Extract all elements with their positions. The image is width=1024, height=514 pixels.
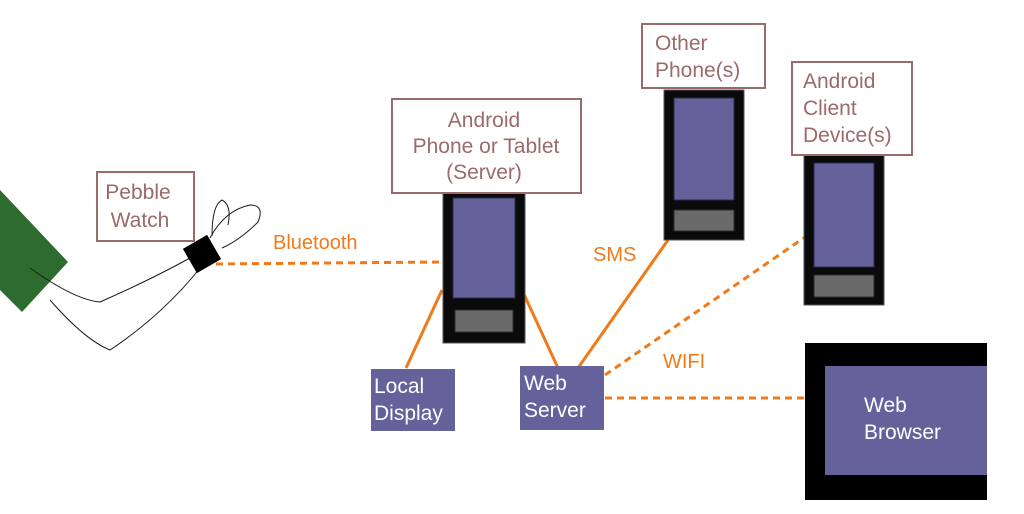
other-phones-line2: Phone(s)	[655, 59, 740, 82]
pebble-watch-line1: Pebble	[105, 181, 170, 204]
client-device	[803, 154, 885, 306]
hand-outline	[209, 204, 261, 249]
web-server-box: Web Server	[520, 366, 604, 430]
finger-outline	[211, 199, 230, 237]
web-browser-line2: Browser	[864, 421, 941, 444]
client-devices-line2: Client	[803, 97, 857, 120]
local-display-box: Local Display	[371, 369, 455, 431]
server-label-line3: (Server)	[446, 161, 522, 184]
web-server-line2: Server	[524, 399, 586, 422]
server-label-line1: Android	[448, 109, 520, 132]
server-device-label: Android Phone or Tablet (Server)	[391, 98, 582, 194]
web-browser-line1: Web	[864, 394, 907, 417]
client-devices-line1: Android	[803, 70, 875, 93]
bluetooth-link	[215, 260, 441, 266]
web-browser-box: Web Browser	[805, 343, 987, 500]
client-devices-label: Android Client Device(s)	[791, 61, 913, 156]
web-server-line1: Web	[524, 372, 567, 395]
wifi-client-link	[604, 233, 809, 377]
pebble-watch-label: Pebble Watch	[96, 171, 195, 242]
other-phones-line1: Other	[655, 32, 708, 55]
pebble-watch-icon	[182, 234, 222, 274]
local-display-link	[404, 289, 444, 369]
local-display-line2: Display	[374, 402, 443, 425]
web-server-link	[520, 289, 560, 369]
arm-sleeve	[0, 190, 68, 312]
local-display-line1: Local	[374, 375, 424, 398]
other-phones-label: Other Phone(s)	[641, 23, 766, 89]
server-label-line2: Phone or Tablet	[413, 135, 560, 158]
sms-label: SMS	[593, 244, 636, 266]
server-phone	[442, 189, 526, 344]
sms-link	[576, 239, 670, 369]
other-phone	[663, 89, 745, 241]
bluetooth-label: Bluetooth	[273, 232, 358, 254]
client-devices-line3: Device(s)	[803, 124, 892, 147]
pebble-watch-line2: Watch	[111, 209, 170, 232]
wifi-label: WIFI	[663, 351, 705, 373]
arm-outline	[29, 254, 211, 351]
